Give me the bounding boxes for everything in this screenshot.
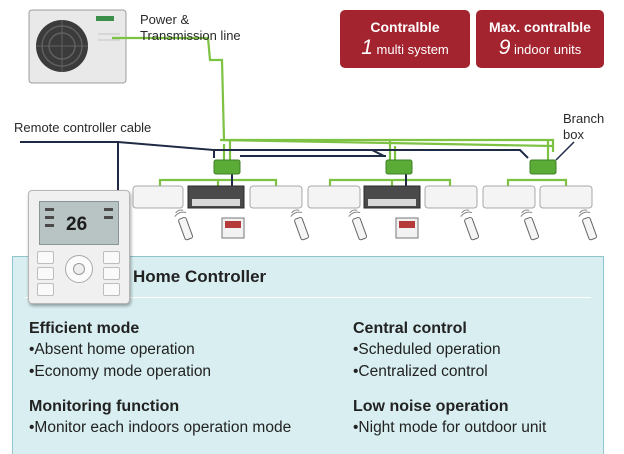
remote-control-icon	[174, 209, 598, 241]
feature-item: •Monitor each indoors operation mode	[29, 419, 292, 436]
remote-cable-label: Remote controller cable	[14, 120, 152, 135]
feature-item: •Night mode for outdoor unit	[353, 419, 547, 436]
feature-column-left: Efficient mode •Absent home operation •E…	[29, 319, 291, 439]
branch-box-pointer	[555, 141, 575, 161]
controller-dpad	[65, 255, 93, 283]
feature-heading: Central control	[353, 320, 467, 337]
badge-controllable-systems: Contralble 1 multi system	[340, 10, 470, 68]
feature-heading: Monitoring function	[29, 398, 180, 415]
badge-max-indoor-units: Max. contralble 9 indoor units	[476, 10, 604, 68]
home-controller-icon: 26	[28, 190, 130, 304]
wired-controller-icon	[221, 217, 419, 239]
feature-item: •Centralized control	[353, 363, 488, 380]
branch-box-label: Branch box	[563, 111, 605, 142]
badge-number: 9	[498, 36, 511, 59]
feature-item: •Scheduled operation	[353, 341, 501, 358]
badge-title: Contralble	[370, 19, 440, 35]
ducted-indoor-unit-icon	[187, 185, 421, 209]
wall-indoor-unit-icon	[132, 185, 593, 209]
badge-title: Max. contralble	[489, 19, 591, 35]
panel-divider	[25, 297, 591, 298]
branch-box-icon	[213, 159, 557, 175]
feature-item: •Absent home operation	[29, 341, 195, 358]
remote-controller-cable	[20, 141, 529, 190]
feature-heading: Low noise operation	[353, 398, 509, 415]
controller-temperature: 26	[66, 214, 88, 235]
badge-unit: indoor units	[510, 42, 582, 57]
panel-title: Home Controller	[133, 267, 267, 286]
outdoor-unit-icon	[28, 9, 127, 84]
controller-screen: 26	[39, 201, 119, 245]
badge-number: 1	[361, 36, 373, 59]
feature-column-right: Central control •Scheduled operation •Ce…	[353, 319, 546, 439]
feature-item: •Economy mode operation	[29, 363, 212, 380]
power-line-label: Power & Transmission line	[140, 12, 241, 43]
badge-unit: multi system	[372, 42, 449, 57]
feature-heading: Efficient mode	[29, 320, 140, 337]
